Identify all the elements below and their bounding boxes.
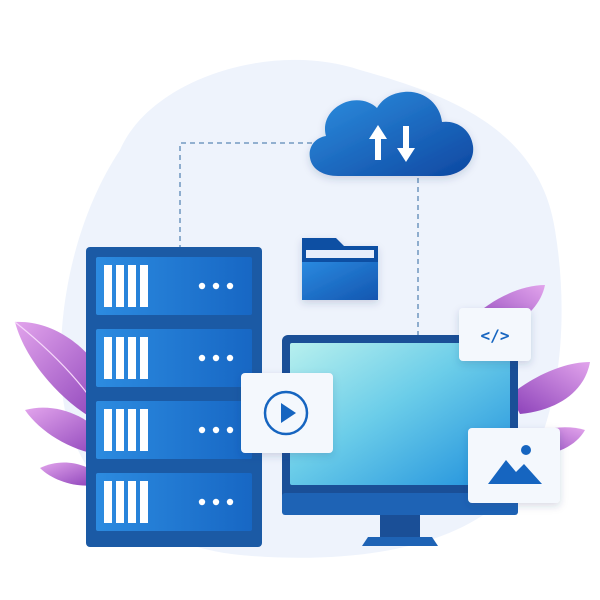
- server-indicator-dot: [226, 282, 234, 290]
- server-indicator-dot: [226, 354, 234, 362]
- monitor-bezel-bottom: [282, 493, 518, 515]
- code-brackets-icon: </>: [481, 326, 510, 345]
- server-rack-body: [86, 247, 262, 547]
- media-card: [241, 373, 333, 453]
- server-unit: [96, 329, 252, 387]
- server-vent-bar: [140, 337, 148, 379]
- server-vent-bar: [116, 265, 124, 307]
- play-icon: [263, 390, 309, 436]
- server-indicator-dot: [198, 354, 206, 362]
- server-vent-bar: [140, 481, 148, 523]
- server-indicator-dot: [226, 426, 234, 434]
- server-units: [96, 257, 252, 531]
- server-unit: [96, 401, 252, 459]
- dashed-line-server-cloud: [179, 142, 318, 250]
- server-indicator-dot: [198, 426, 206, 434]
- server-vent-bar: [116, 409, 124, 451]
- image-mountain-icon: [488, 445, 542, 484]
- server-vent-bar: [116, 481, 124, 523]
- leaf-right-middle: [510, 362, 590, 414]
- server-unit: [96, 473, 252, 531]
- server-vent-bar: [128, 409, 136, 451]
- server-unit: [96, 257, 252, 315]
- server-indicator-dot: [212, 426, 220, 434]
- server-rack: [86, 247, 262, 547]
- monitor: [282, 335, 518, 546]
- monitor-screen: [290, 343, 510, 485]
- server-indicator-dot: [212, 354, 220, 362]
- server-vent-bar: [104, 409, 112, 451]
- monitor-stand: [362, 537, 438, 546]
- code-card: </>: [459, 308, 531, 361]
- server-vent-bar: [140, 265, 148, 307]
- server-indicator-dot: [198, 282, 206, 290]
- server-indicator-dot: [226, 498, 234, 506]
- server-vent-bar: [128, 337, 136, 379]
- server-vent-bar: [128, 265, 136, 307]
- server-vent-bar: [104, 265, 112, 307]
- monitor-neck: [380, 515, 420, 537]
- image-card: [468, 428, 560, 503]
- cloud-sync-icon: [309, 91, 474, 176]
- download-arrow-icon: [397, 126, 415, 162]
- upload-arrow-icon: [369, 125, 387, 160]
- server-vent-bar: [128, 481, 136, 523]
- folder-icon: [302, 238, 378, 300]
- server-vent-bar: [104, 337, 112, 379]
- server-indicator-dot: [212, 498, 220, 506]
- server-indicator-dot: [198, 498, 206, 506]
- server-vent-bar: [116, 337, 124, 379]
- server-vent-bar: [104, 481, 112, 523]
- leaf-left-bottom: [40, 462, 100, 486]
- server-indicator-dot: [212, 282, 220, 290]
- connection-lines: [179, 142, 419, 338]
- server-vent-bar: [140, 409, 148, 451]
